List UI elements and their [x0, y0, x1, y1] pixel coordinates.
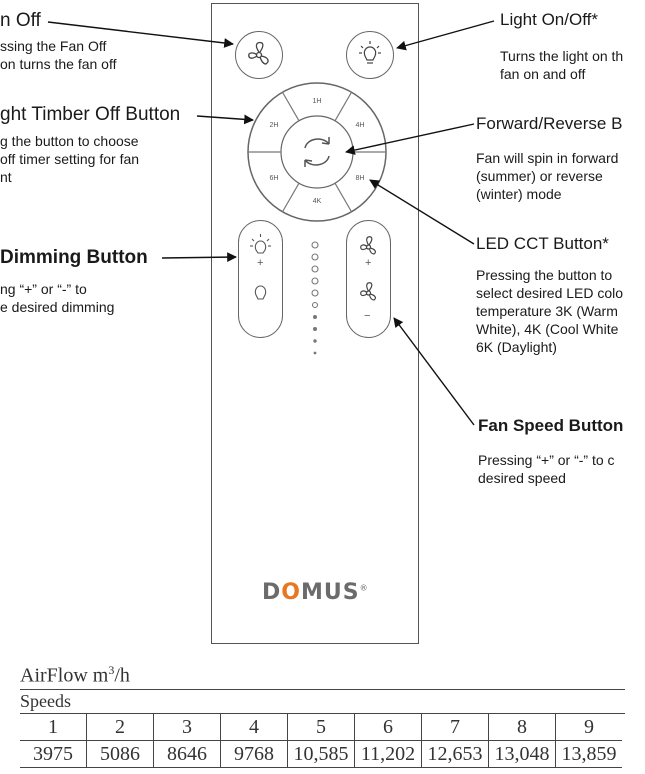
arrow-fan-off: [47, 21, 234, 48]
timer-segment-upper-left[interactable]: 2H: [270, 122, 279, 129]
airflow-heading: AirFlow m3/h: [20, 663, 130, 687]
airflow-heading-rule: [20, 689, 625, 690]
bright-bulb-icon: [250, 234, 271, 300]
domus-logo: DOMUS®: [262, 580, 369, 605]
fan-speed-desc: Pressing “+” or “-” to c desired speed: [478, 452, 615, 486]
speeds-rule: [20, 713, 625, 714]
light-onoff-title: Light On/Off*: [500, 10, 598, 29]
arrow-timer: [196, 114, 254, 125]
rotate-arrows-icon: [304, 137, 330, 167]
light-timer-title: ght Timber Off Button: [0, 104, 181, 125]
arrow-forward-reverse: [345, 123, 475, 155]
fan-icon: [248, 41, 269, 65]
speed-cell: 2: [86, 714, 154, 741]
forward-reverse-desc: Fan will spin in forward (summer) or rev…: [476, 150, 619, 202]
arrow-light-onoff: [396, 20, 495, 51]
airflow-cell: 13,048: [488, 740, 556, 768]
dimming-desc: ng “+” or “-” to e desired dimming: [0, 281, 115, 315]
timer-dial: 1H 4H 8H 2H 6H 4K: [247, 82, 387, 222]
airflow-cell: 9768: [220, 740, 288, 768]
timer-segment-upper-right[interactable]: 4H: [356, 122, 365, 129]
light-bulb-icon: [359, 41, 381, 64]
arrow-led-cct: [369, 179, 475, 245]
dimming-button[interactable]: +: [238, 220, 283, 338]
speed-cell: 9: [555, 714, 622, 741]
airflow-cell: 13,859: [555, 740, 622, 768]
fan-speed-button[interactable]: + −: [346, 220, 391, 338]
dim-plus-label: +: [257, 257, 264, 269]
led-cct-title: LED CCT Button*: [476, 234, 609, 253]
arrow-fan-speed: [393, 317, 475, 426]
airflow-table: 1 2 3 4 5 6 7 8 9 3975 5086 8646 9768 10…: [20, 714, 622, 768]
led-cct-desc: Pressing the button to select desired LE…: [476, 267, 624, 355]
speed-cell: 1: [20, 714, 87, 741]
speed-plus-label: +: [365, 257, 372, 269]
fan-off-title: n Off: [0, 10, 41, 31]
speed-cell: 5: [287, 714, 355, 741]
forward-reverse-button[interactable]: [282, 117, 352, 187]
airflow-cell: 12,653: [421, 740, 489, 768]
timer-segment-bottom[interactable]: 4K: [313, 198, 322, 205]
speed-minus-label: −: [364, 310, 371, 322]
fan-speed-title: Fan Speed Button: [478, 416, 624, 435]
light-onoff-desc: Turns the light on th fan on and off: [500, 48, 624, 82]
light-onoff-button[interactable]: [346, 31, 394, 79]
airflow-cell: 11,202: [354, 740, 422, 768]
airflow-cell: 5086: [86, 740, 154, 768]
speed-cell: 6: [354, 714, 422, 741]
speed-cell: 7: [421, 714, 489, 741]
speed-indicator-dots: [311, 241, 319, 355]
speed-cell: 8: [488, 714, 556, 741]
airflow-cell: 10,585: [287, 740, 355, 768]
forward-reverse-title: Forward/Reverse B: [476, 114, 623, 133]
airflow-cell: 3975: [20, 740, 87, 768]
timer-segment-lower-left[interactable]: 6H: [270, 175, 279, 182]
fan-off-button[interactable]: [235, 31, 283, 79]
dimming-title: Dimming Button: [0, 247, 148, 268]
timer-segment-top[interactable]: 1H: [313, 98, 322, 105]
airflow-values-row: 3975 5086 8646 9768 10,585 11,202 12,653…: [20, 740, 622, 768]
light-timer-desc: g the button to choose off timer setting…: [0, 133, 140, 185]
speeds-row: 1 2 3 4 5 6 7 8 9: [20, 714, 622, 741]
speed-cell: 4: [220, 714, 288, 741]
timer-segment-lower-right[interactable]: 8H: [356, 175, 365, 182]
arrow-dimming: [161, 252, 237, 263]
fan-off-desc: ssing the Fan Off on turns the fan off: [0, 38, 117, 72]
fan-speed-icons: [360, 236, 376, 301]
speeds-label: Speeds: [20, 691, 71, 711]
airflow-cell: 8646: [153, 740, 221, 768]
speed-cell: 3: [153, 714, 221, 741]
